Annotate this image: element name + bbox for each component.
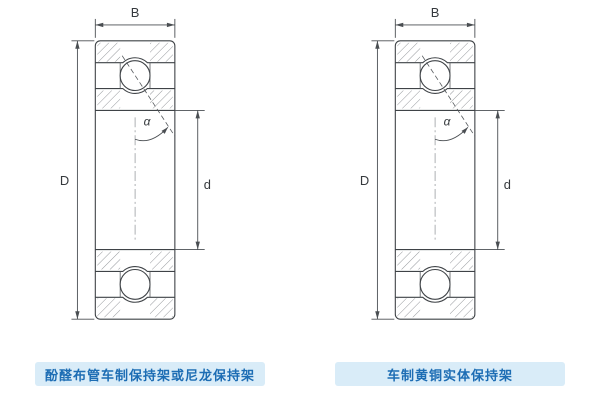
dim-label-bore-diameter: d xyxy=(504,177,511,192)
dim-label-width: B xyxy=(431,6,440,20)
dim-label-bore-diameter: d xyxy=(204,177,211,192)
bearing-geometry xyxy=(370,18,506,320)
bearing-geometry xyxy=(70,18,206,320)
bearing-diagram-left: B D d α 酚醛布管车制保持架或尼龙保持架 xyxy=(35,6,265,400)
dim-label-contact-angle: α xyxy=(144,114,152,128)
dim-label-outer-diameter: D xyxy=(60,173,69,188)
caption-bar-right: 车制黄铜实体保持架 xyxy=(335,362,565,386)
caption-bar-left: 酚醛布管车制保持架或尼龙保持架 xyxy=(35,362,265,386)
dim-label-width: B xyxy=(131,6,140,20)
dim-label-outer-diameter: D xyxy=(360,173,369,188)
bearing-cross-section: B D d α xyxy=(360,6,511,320)
bearing-cross-section: B D d α xyxy=(60,6,211,320)
bearing-diagram-right: B D d α 车制黄铜实体保持架 xyxy=(335,6,565,400)
dim-label-contact-angle: α xyxy=(444,114,452,128)
